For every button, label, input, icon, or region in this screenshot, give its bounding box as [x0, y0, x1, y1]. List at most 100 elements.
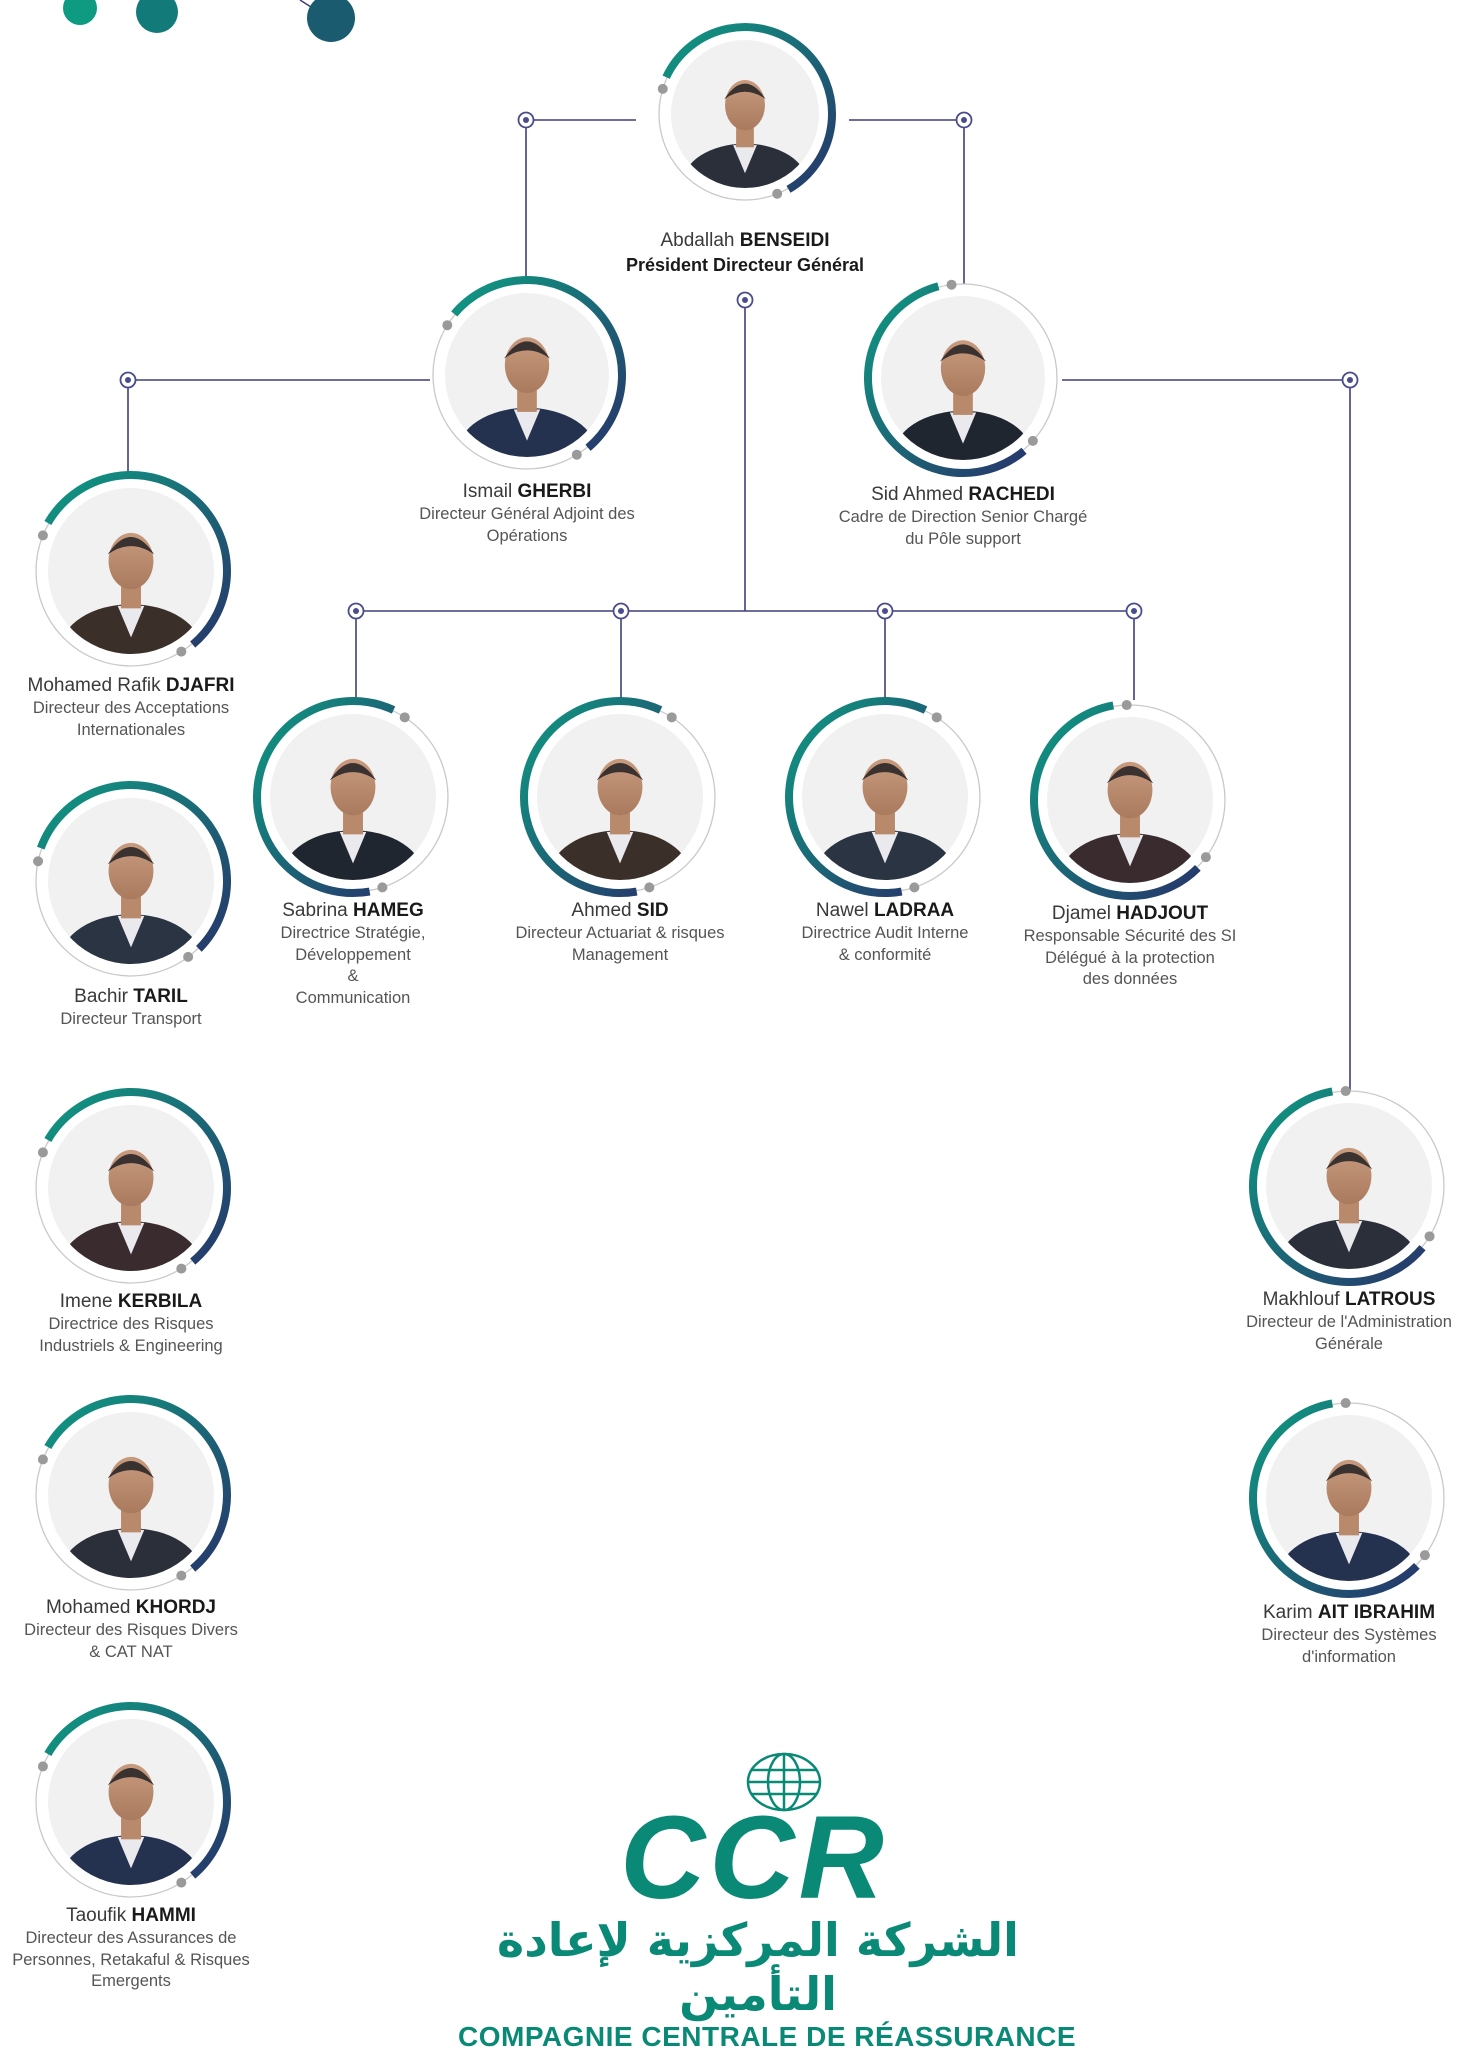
connector-node — [1125, 602, 1143, 620]
ring-dot — [183, 951, 194, 962]
person-role-line: d'information — [1302, 1647, 1396, 1666]
person-role: Directeur des Risques Divers& CAT NAT — [0, 1620, 266, 1663]
person-last-name: KERBILA — [117, 1291, 203, 1312]
portrait-photo — [881, 296, 1045, 460]
portrait-arc — [785, 697, 928, 897]
person-role-line: du Pôle support — [905, 529, 1021, 548]
connector-node — [736, 291, 754, 309]
person-first-name: Taoufik — [66, 1905, 127, 1926]
person-last-name: BENSEIDI — [739, 230, 830, 251]
person-last-name: LADRAA — [873, 900, 955, 921]
person-last-name: GHERBI — [517, 481, 592, 502]
person-name: Taoufik HAMMI — [0, 1904, 266, 1928]
portrait-photo — [1047, 717, 1213, 883]
portrait-photo — [48, 488, 214, 654]
portrait-ladraa — [785, 697, 981, 897]
person-role-line: Développement — [295, 945, 411, 964]
ring-dot — [657, 83, 668, 94]
person-name: Makhlouf LATROUS — [1229, 1288, 1469, 1312]
portrait-arc — [44, 471, 231, 648]
ring-dot — [33, 856, 44, 867]
portrait-photo — [445, 293, 609, 457]
person-last-name: DJAFRI — [165, 675, 235, 696]
portrait-rachedi — [864, 279, 1058, 477]
deco-dot-1 — [63, 0, 97, 25]
person-role: Directrice Stratégie,Développement&Commu… — [203, 923, 503, 1009]
portrait-aitibrahim — [1249, 1398, 1445, 1598]
person-role-line: Directeur Actuariat & risques — [515, 924, 725, 942]
person-first-name: Imene — [59, 1291, 113, 1312]
portrait-hadjout — [1030, 700, 1226, 900]
portrait-arc — [1249, 1399, 1420, 1598]
ring-dot — [1200, 852, 1211, 863]
connector-node — [876, 602, 894, 620]
person-first-name: Mohamed — [45, 1597, 131, 1618]
ring-dot — [1424, 1231, 1435, 1242]
portrait-djafri — [35, 471, 231, 667]
person-role-line: Communication — [295, 988, 411, 1007]
ring-dot — [1027, 435, 1038, 446]
person-role-line: & CAT NAT — [89, 1642, 173, 1661]
person-role: Directrice Audit Interne& conformité — [735, 923, 1035, 966]
portrait-hammi — [35, 1702, 231, 1898]
person-role-line: des données — [1082, 970, 1178, 988]
portrait-photo — [537, 714, 703, 880]
ring-dot — [931, 712, 942, 723]
ring-dot — [377, 882, 388, 893]
org-chart: CCR — [33, 0, 1445, 1924]
connector-gherbi-left — [127, 379, 430, 478]
portrait-arc — [1030, 701, 1201, 900]
ring-dot — [176, 1877, 187, 1888]
portraits — [33, 23, 1445, 1898]
person-role-line: Directeur des Assurances de — [25, 1929, 237, 1947]
connector-node — [612, 602, 630, 620]
person-name: Mohamed KHORDJ — [0, 1596, 266, 1620]
person-first-name: Ismail — [462, 481, 513, 502]
person-name: Imene KERBILA — [0, 1290, 266, 1314]
person-name: Mohamed Rafik DJAFRI — [0, 674, 266, 698]
portrait-photo — [48, 1719, 214, 1885]
person-role: Directeur Transport — [0, 1009, 266, 1031]
portrait-arc — [44, 1702, 231, 1879]
connector-node — [347, 602, 365, 620]
portrait-arc — [1249, 1087, 1426, 1286]
person-first-name: Karim — [1262, 1602, 1313, 1623]
ring-dot — [772, 188, 783, 199]
person-name: Bachir TARIL — [0, 985, 266, 1009]
person-role-line: Directeur Transport — [60, 1010, 202, 1028]
person-last-name: HADJOUT — [1116, 903, 1209, 924]
person-role-line: Délégué à la protection — [1045, 948, 1215, 967]
portrait-photo — [671, 40, 819, 188]
person-role-line: & — [347, 967, 359, 985]
person-first-name: Mohamed Rafik — [27, 675, 161, 696]
person-last-name: LATROUS — [1344, 1289, 1436, 1310]
portrait-arc — [253, 697, 396, 897]
ring-dot — [176, 646, 187, 657]
ring-dot — [1340, 1086, 1351, 1097]
person-first-name: Bachir — [74, 986, 129, 1007]
person-role-line: Directrice Audit Interne — [801, 924, 969, 942]
person-first-name: Djamel — [1051, 903, 1111, 924]
connector-node — [517, 111, 535, 129]
person-name: Sabrina HAMEG — [203, 899, 503, 923]
ring-dot — [176, 1570, 187, 1581]
person-role-line: Président Directeur Général — [625, 255, 865, 275]
ccr-logo-mark: CCR — [620, 1752, 884, 1924]
person-role-line: Internationales — [76, 720, 186, 739]
deco-dot-3 — [307, 0, 355, 42]
